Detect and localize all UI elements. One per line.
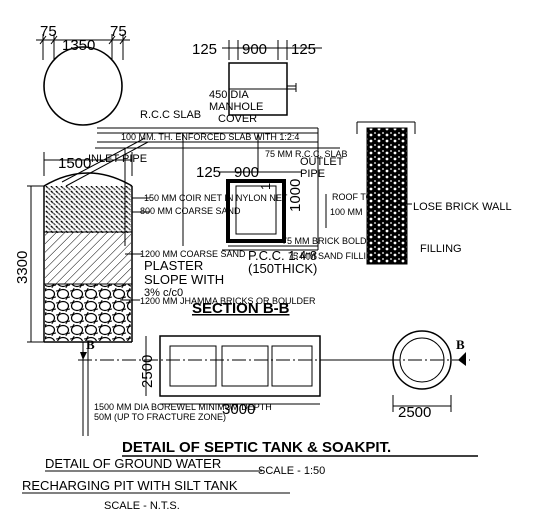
manhole-label-3: COVER: [218, 113, 257, 125]
outlet-pipe-label-1: OUTLET: [300, 156, 344, 168]
brick-wall-section: LOSE BRICK WALL: [356, 121, 512, 265]
dim-pit-height: 3300: [14, 251, 31, 284]
title-block: DETAIL OF SEPTIC TANK & SOAKPIT. SCALE -…: [22, 439, 478, 512]
dim-inner-mid: 900: [234, 164, 259, 181]
marker-b-right: B: [456, 337, 465, 352]
outlet-pipe-label-2: PIPE: [300, 168, 325, 180]
manhole-plan: 125 900 125 450 DIA MANHOLE COVER: [192, 40, 322, 125]
dim-top-left: 75: [40, 23, 57, 40]
rcc-slab-label: R.C.C SLAB: [140, 109, 201, 121]
pcc-label-1: P.C.C. 1:4:8: [248, 248, 317, 263]
rcc-75-label: 75 MM R.C.C. SLAB: [265, 149, 348, 159]
pcc-label-2: (150THICK): [248, 261, 317, 276]
septic-section: R.C.C SLAB 100 MM. TH. ENFORCED SLAB WIT…: [95, 109, 462, 317]
lose-brick-wall-label: LOSE BRICK WALL: [413, 201, 512, 213]
dim-depth-1000: 1000: [287, 179, 304, 212]
sand-filling-label: 75 MM SAND FILLING: [288, 251, 380, 261]
dim-depth-small: 1: [258, 183, 273, 190]
dim-mh-mid: 900: [242, 41, 267, 58]
slope-ratio-label: 3% c/c0: [144, 287, 183, 299]
gw-scale: SCALE - N.T.S.: [104, 500, 180, 512]
dim-soak-dia: 2500: [398, 404, 431, 421]
dim-inner-left: 125: [196, 164, 221, 181]
recharge-pit-section: 1500 3300 INLET PIPE: [14, 137, 149, 436]
top-circle-plan: 75 1350 75: [36, 23, 130, 126]
coir-net-label: 150 MM COIR NET IN NYLON NET: [144, 193, 288, 203]
slope-with-label: SLOPE WITH: [144, 272, 224, 287]
borewell-label-2: 50M (UP TO FRACTURE ZONE): [94, 412, 226, 422]
septic-scale: SCALE - 1:50: [258, 465, 325, 477]
borewell-label-1: 1500 MM DIA BOREWEL MINIMUM DEPTH: [94, 402, 272, 412]
coarse-sand-800-label: 800 MM COARSE SAND: [140, 206, 241, 216]
section-bb-title: SECTION B-B: [192, 300, 290, 317]
left-leaders: 150 MM COIR NET IN NYLON NET 800 MM COAR…: [120, 193, 316, 306]
roof-top-label: ROOF TOP: [332, 192, 379, 202]
marker-b-left: B: [86, 337, 95, 352]
mm-100-label: 100 MM: [330, 207, 363, 217]
dim-top-mid: 1350: [62, 37, 95, 54]
dim-mh-left: 125: [192, 41, 217, 58]
inlet-pipe-label: INLET PIPE: [88, 153, 147, 165]
enforced-slab-label: 100 MM. TH. ENFORCED SLAB WITH 1:2:4: [121, 132, 299, 142]
brick-bolders-label: 75 MM BRICK BOLDERS: [282, 236, 385, 246]
jhamma-bricks-label: 1200 MM JHAMMA BRICKS OR BOULDER: [140, 296, 316, 306]
plan-view: B B 2500 3000 2500 1500 MM DIA BOREWEL M…: [78, 330, 470, 422]
manhole-label-1: 450 DIA: [209, 89, 249, 101]
dim-plan-width: 3000: [222, 401, 255, 418]
plaster-label: PLASTER: [144, 258, 203, 273]
septic-title: DETAIL OF SEPTIC TANK & SOAKPIT.: [122, 439, 391, 456]
gw-title-1: DETAIL OF GROUND WATER: [45, 456, 221, 471]
gw-title-2: RECHARGING PIT WITH SILT TANK: [22, 478, 238, 493]
manhole-label-2: MANHOLE: [209, 101, 263, 113]
coarse-sand-1200-label: 1200 MM COARSE SAND: [140, 249, 246, 259]
dim-top-right: 75: [110, 23, 127, 40]
dim-pit-width: 1500: [58, 155, 91, 172]
dim-plan-height: 2500: [139, 355, 156, 388]
dim-mh-right: 125: [291, 41, 316, 58]
filling-label: FILLING: [420, 243, 462, 255]
